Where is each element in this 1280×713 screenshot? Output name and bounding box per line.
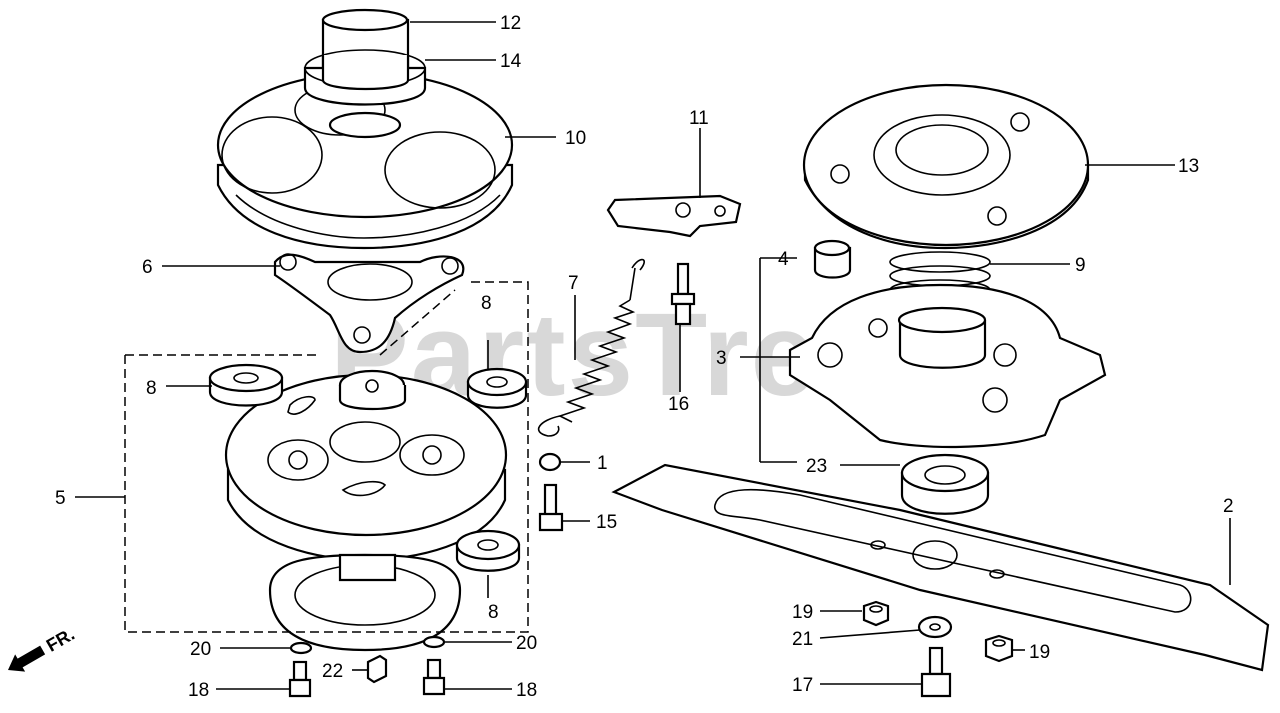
callout-5: 5: [55, 488, 66, 509]
part-20-washer-right: [422, 635, 446, 649]
callout-11: 11: [689, 108, 709, 129]
callout-6: 6: [142, 257, 153, 278]
part-8-bearing-left: [208, 363, 284, 407]
callout-20-right: 20: [516, 633, 537, 654]
part-7-spring: [537, 258, 645, 437]
callout-22: 22: [322, 661, 343, 682]
part-8-bearing-right: [466, 367, 528, 409]
part-20-washer-left: [289, 641, 313, 655]
callout-18-right: 18: [516, 680, 537, 701]
callout-10: 10: [565, 128, 586, 149]
part-14-ring: [303, 49, 427, 139]
front-arrow-icon: [8, 645, 46, 672]
part-21-washer: [917, 615, 953, 639]
part-13-disc: [802, 83, 1090, 250]
part-19-nut-right: [984, 634, 1014, 663]
part-3-housing: [788, 283, 1107, 449]
callout-7: 7: [568, 273, 579, 294]
part-19-nut-left: [862, 600, 890, 627]
callout-2: 2: [1223, 496, 1234, 517]
part-17-bolt: [920, 646, 952, 698]
part-18-bolt-right: [422, 658, 446, 696]
part-10-cover: [216, 71, 514, 250]
part-1-nut: [538, 452, 562, 472]
part-6-plate: [273, 253, 465, 354]
callout-14: 14: [500, 51, 522, 72]
part-4-cap: [813, 239, 852, 279]
callout-9: 9: [1075, 255, 1086, 276]
front-label: FR.: [43, 624, 78, 656]
callout-17: 17: [792, 675, 813, 696]
callout-8-right: 8: [481, 293, 492, 314]
part-5-pulley: [224, 369, 508, 652]
callout-16: 16: [668, 394, 689, 415]
part-16-pin: [670, 262, 696, 326]
callout-4: 4: [778, 249, 789, 270]
callout-13: 13: [1178, 156, 1199, 177]
callout-18-left: 18: [188, 680, 209, 701]
part-8-bearing-bottom: [455, 529, 521, 572]
part-18-bolt-left: [288, 660, 312, 698]
callout-20-left: 20: [190, 639, 211, 660]
leader-lines: [75, 21, 1231, 690]
part-23-bearing: [900, 453, 990, 515]
part-15-bolt: [538, 483, 564, 532]
callout-1: 1: [597, 453, 608, 474]
callout-19-right: 19: [1029, 642, 1050, 663]
callout-labels: 12 14 10 6 8 8 5 8 20 20 22 18 18 7 11 1…: [55, 13, 1234, 701]
callout-8-bottom: 8: [488, 602, 499, 623]
part-22-key: [366, 654, 388, 684]
group-lines: [124, 258, 761, 633]
callout-19-left: 19: [792, 602, 813, 623]
front-direction-marker: FR.: [8, 624, 78, 672]
callout-15: 15: [596, 512, 617, 533]
part-11-bracket: [606, 194, 742, 238]
part-2-blade: [611, 463, 1270, 672]
callout-21: 21: [792, 629, 813, 650]
callout-3: 3: [716, 348, 727, 369]
callout-12: 12: [500, 13, 521, 34]
callout-8-left: 8: [146, 378, 157, 399]
callout-23: 23: [806, 456, 827, 477]
